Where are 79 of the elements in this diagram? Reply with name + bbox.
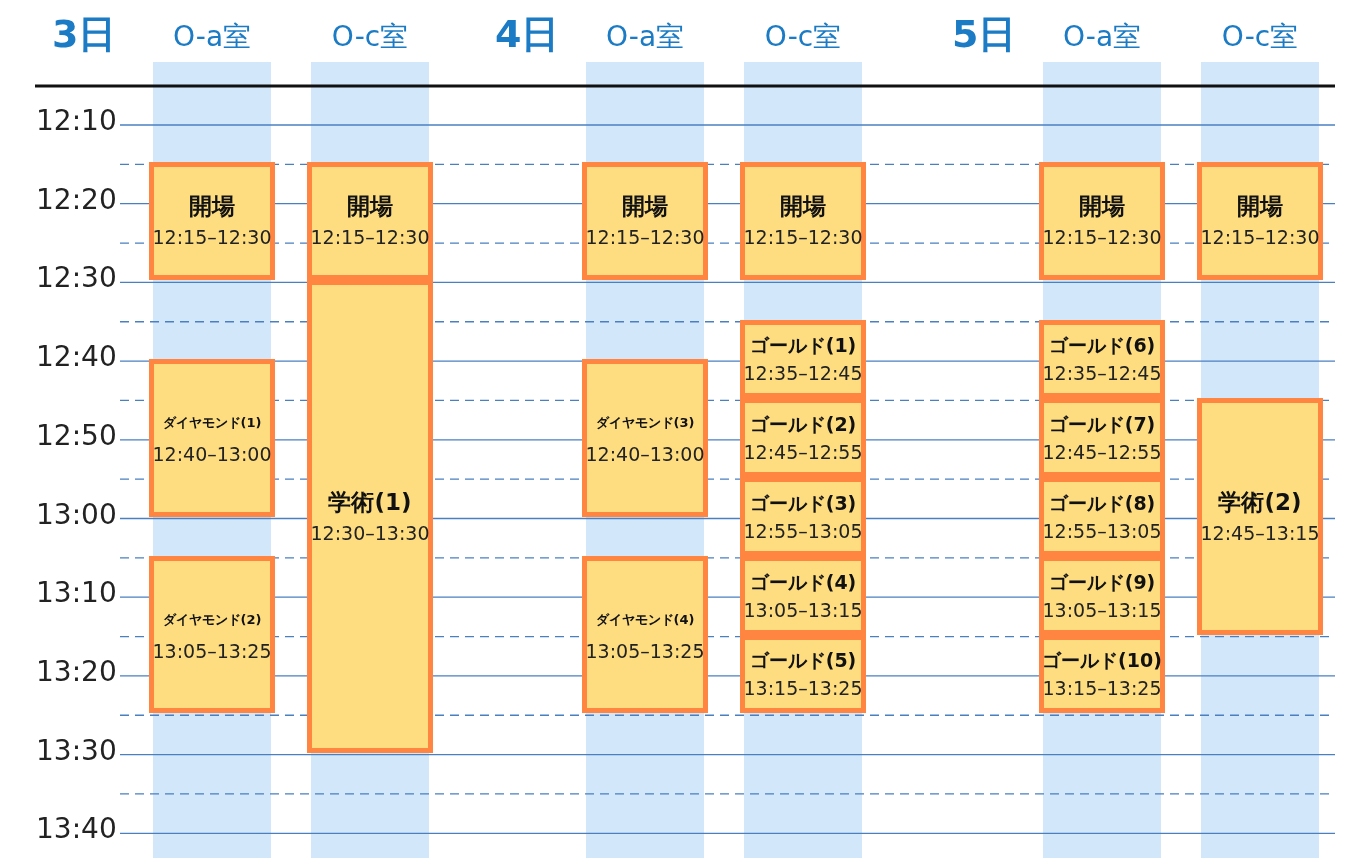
session-title: ゴールド(4) <box>749 569 857 595</box>
session-title: ゴールド(8) <box>1048 490 1156 516</box>
session-block <box>582 359 708 517</box>
session-time: 12:55–13:05 <box>1042 518 1162 544</box>
session-time: 13:05–13:25 <box>585 638 705 664</box>
session-time: 13:15–13:25 <box>1042 676 1162 701</box>
session-block <box>582 556 708 713</box>
session-block <box>149 162 275 280</box>
session-title: 開場 <box>622 192 668 221</box>
session-time: 12:55–13:05 <box>743 518 863 544</box>
session-block <box>307 280 433 753</box>
session-time: 12:45–12:55 <box>743 439 863 465</box>
session-time: 12:15–12:30 <box>743 225 863 250</box>
session-title: ゴールド(6) <box>1048 333 1156 358</box>
session-block <box>1197 398 1323 635</box>
session-time: 12:15–12:30 <box>310 225 430 250</box>
session-time: 12:15–12:30 <box>1200 225 1320 250</box>
room-heading: O-c室 <box>1220 20 1300 54</box>
session-time: 12:15–12:30 <box>585 225 705 250</box>
session-block <box>1197 162 1323 280</box>
session-title: 学術(2) <box>1218 487 1302 517</box>
room-heading: O-a室 <box>1061 20 1143 54</box>
session-title: 学術(1) <box>328 487 412 517</box>
session-title: 開場 <box>347 192 393 221</box>
session-block <box>149 556 275 713</box>
session-title: 開場 <box>1079 192 1125 221</box>
session-title: ゴールド(10) <box>1042 648 1162 673</box>
session-title: ダイヤモンド(2) <box>162 610 262 629</box>
time-label: 13:30 <box>36 734 118 767</box>
session-title: ゴールド(5) <box>749 648 857 673</box>
session-title: ゴールド(2) <box>749 411 857 437</box>
session-time: 13:05–13:25 <box>152 638 272 664</box>
day-heading: 3日 <box>52 12 117 56</box>
session-time: 12:35–12:45 <box>1042 361 1162 386</box>
session-title: ダイヤモンド(4) <box>595 610 695 629</box>
time-label: 13:10 <box>36 577 118 610</box>
session-time: 12:15–12:30 <box>152 225 272 250</box>
session-block <box>149 359 275 517</box>
session-block <box>1039 162 1165 280</box>
session-time: 13:15–13:25 <box>743 676 863 701</box>
session-block <box>307 162 433 280</box>
session-time: 12:35–12:45 <box>743 361 863 386</box>
session-title: 開場 <box>1237 192 1283 221</box>
time-label: 13:20 <box>36 655 118 688</box>
session-block <box>1039 635 1165 713</box>
session-title: ゴールド(3) <box>749 490 857 516</box>
session-time: 12:40–13:00 <box>585 442 705 467</box>
session-title: 開場 <box>189 192 235 221</box>
day-heading: 4日 <box>495 12 560 56</box>
time-label: 12:10 <box>36 105 118 137</box>
session-title: ダイヤモンド(1) <box>162 414 262 432</box>
session-time: 13:05–13:15 <box>743 597 863 623</box>
session-title: ゴールド(9) <box>1048 569 1156 595</box>
time-label: 13:00 <box>36 498 118 531</box>
session-block <box>740 635 866 713</box>
time-label: 13:40 <box>36 813 118 846</box>
session-title: 開場 <box>780 192 826 221</box>
session-time: 12:40–13:00 <box>152 442 272 467</box>
session-time: 12:45–13:15 <box>1200 520 1320 546</box>
session-time: 13:05–13:15 <box>1042 597 1162 623</box>
room-heading: O-c室 <box>330 20 410 54</box>
session-block <box>1039 320 1165 398</box>
time-label: 12:40 <box>36 341 118 374</box>
time-label: 12:50 <box>36 419 118 452</box>
room-heading: O-a室 <box>171 20 253 54</box>
session-title: ダイヤモンド(3) <box>595 414 695 432</box>
session-block <box>740 162 866 280</box>
session-time: 12:15–12:30 <box>1042 225 1162 250</box>
session-block <box>582 162 708 280</box>
room-heading: O-a室 <box>604 20 686 54</box>
session-time: 12:30–13:30 <box>310 520 430 546</box>
day-heading: 5日 <box>952 12 1017 56</box>
time-label: 12:30 <box>36 262 118 295</box>
session-title: ゴールド(1) <box>749 333 857 358</box>
session-block <box>740 320 866 398</box>
time-label: 12:20 <box>36 183 118 216</box>
session-title: ゴールド(7) <box>1048 411 1156 437</box>
room-heading: O-c室 <box>763 20 843 54</box>
session-time: 12:45–12:55 <box>1042 439 1162 465</box>
